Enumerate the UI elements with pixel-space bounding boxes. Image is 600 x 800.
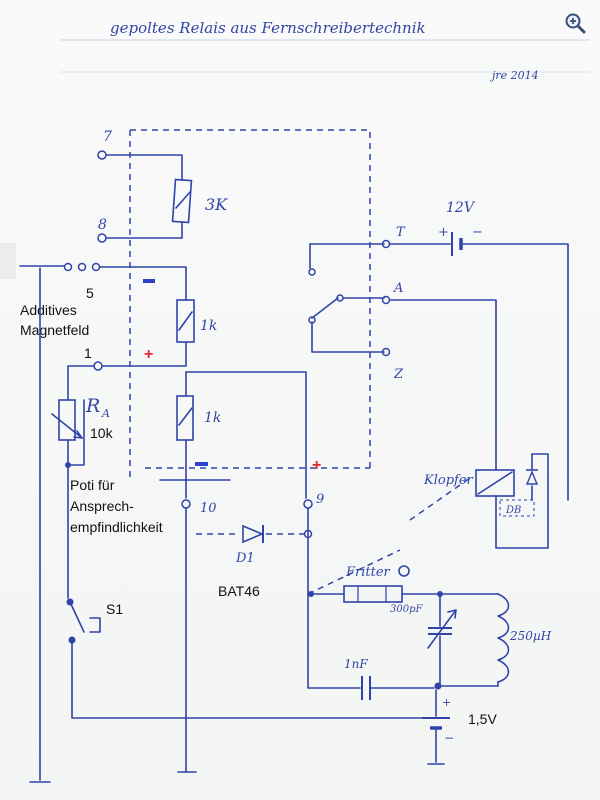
battery-12v-label: 12V [446, 200, 476, 216]
pot-label: R [85, 395, 100, 417]
diagram-title: gepoltes Relais aus Fernschreibertechnik [110, 19, 426, 37]
signature: jre 2014 [489, 69, 539, 82]
contact-a [381, 295, 391, 305]
minus-sign-mid [195, 462, 208, 466]
poti-note-3: empfindlichkeit [70, 519, 163, 535]
battery-12v-plus: + [438, 225, 449, 240]
plus-sign-top: + [144, 346, 153, 363]
page-edge-tab [0, 243, 16, 279]
additive-field-branch: 5 1k + 1 Additives Magnetfeld [19, 262, 217, 371]
pot-label-subscript: A [101, 407, 110, 420]
oscillator-section: Fritter 300pF 250µH 1nF [307, 477, 552, 700]
terminal-8 [97, 233, 107, 243]
potentiometer-ra: R A 10k Poti für Ansprech- empfindlichke… [51, 365, 163, 535]
battery-12v-minus: − [472, 225, 483, 240]
fritter-label: Fritter [345, 565, 391, 580]
resistor-1k-top-label: 1k [200, 318, 217, 334]
db-label: DB [505, 505, 521, 516]
terminal-8-label: 8 [98, 217, 107, 233]
contact-z-label: Z [393, 367, 404, 382]
battery-1v5: + − 1,5V [422, 689, 497, 765]
inductor-label: 250µH [509, 629, 552, 643]
paper-lines [60, 39, 590, 73]
diode-type: BAT46 [218, 583, 260, 599]
zoom-in-icon[interactable] [564, 12, 586, 34]
klopfer-coil [475, 469, 515, 497]
additive-field-label-1: Additives [20, 302, 77, 318]
coil-1k-branch: 1k + 10 9 [159, 371, 361, 773]
terminal-1 [93, 361, 103, 371]
poti-note-1: Poti für [70, 477, 115, 493]
additive-field-label-2: Magnetfeld [20, 322, 89, 338]
relay-housing-dashes [129, 129, 371, 480]
terminal-5 [91, 262, 101, 272]
terminal-5-label: 5 [86, 285, 94, 301]
cap-var-label: 300pF [390, 604, 423, 615]
pot-value: 10k [90, 425, 114, 441]
resistor-1k-mid [176, 395, 194, 441]
switch-s1-branch: S1 [66, 464, 437, 719]
resistor-1k-mid-label: 1k [204, 410, 221, 426]
terminal-7 [97, 150, 107, 160]
diode-label: D1 [235, 551, 255, 566]
terminal-7-label: 7 [103, 129, 112, 145]
poti-note-2: Ansprech- [70, 498, 134, 514]
terminal-9-label: 9 [316, 492, 324, 507]
minus-sign-top [143, 279, 155, 283]
switch-label: S1 [106, 601, 123, 617]
battery-1v5-minus: − [444, 731, 454, 745]
terminal-9 [303, 499, 313, 509]
fritter-tapper [398, 565, 410, 577]
battery-1v5-plus: + [442, 696, 451, 709]
contact-t-label: T [396, 225, 406, 240]
klopfer-relay: Klopfer DB [423, 453, 549, 549]
diode-d1: D1 BAT46 [196, 524, 313, 599]
pot-body [58, 399, 76, 441]
fritter-tube [343, 585, 403, 603]
terminal-1-label: 1 [84, 345, 92, 361]
terminal-10 [181, 499, 191, 509]
contact-a-label: A [393, 281, 403, 296]
coil-3k-branch: 7 3K 8 [97, 129, 228, 243]
resistor-3k-label: 3K [205, 195, 228, 214]
klopfer-label: Klopfer [423, 473, 474, 488]
contact-z [381, 347, 391, 357]
plus-sign-mid: + [312, 457, 321, 474]
cap-fixed-label: 1nF [344, 657, 368, 671]
left-ground [29, 267, 51, 783]
resistor-3k [171, 178, 193, 224]
relay-contacts: T + − 12V A Z [308, 200, 569, 501]
battery-1v5-label: 1,5V [468, 711, 497, 727]
terminal-10-label: 10 [200, 501, 217, 516]
